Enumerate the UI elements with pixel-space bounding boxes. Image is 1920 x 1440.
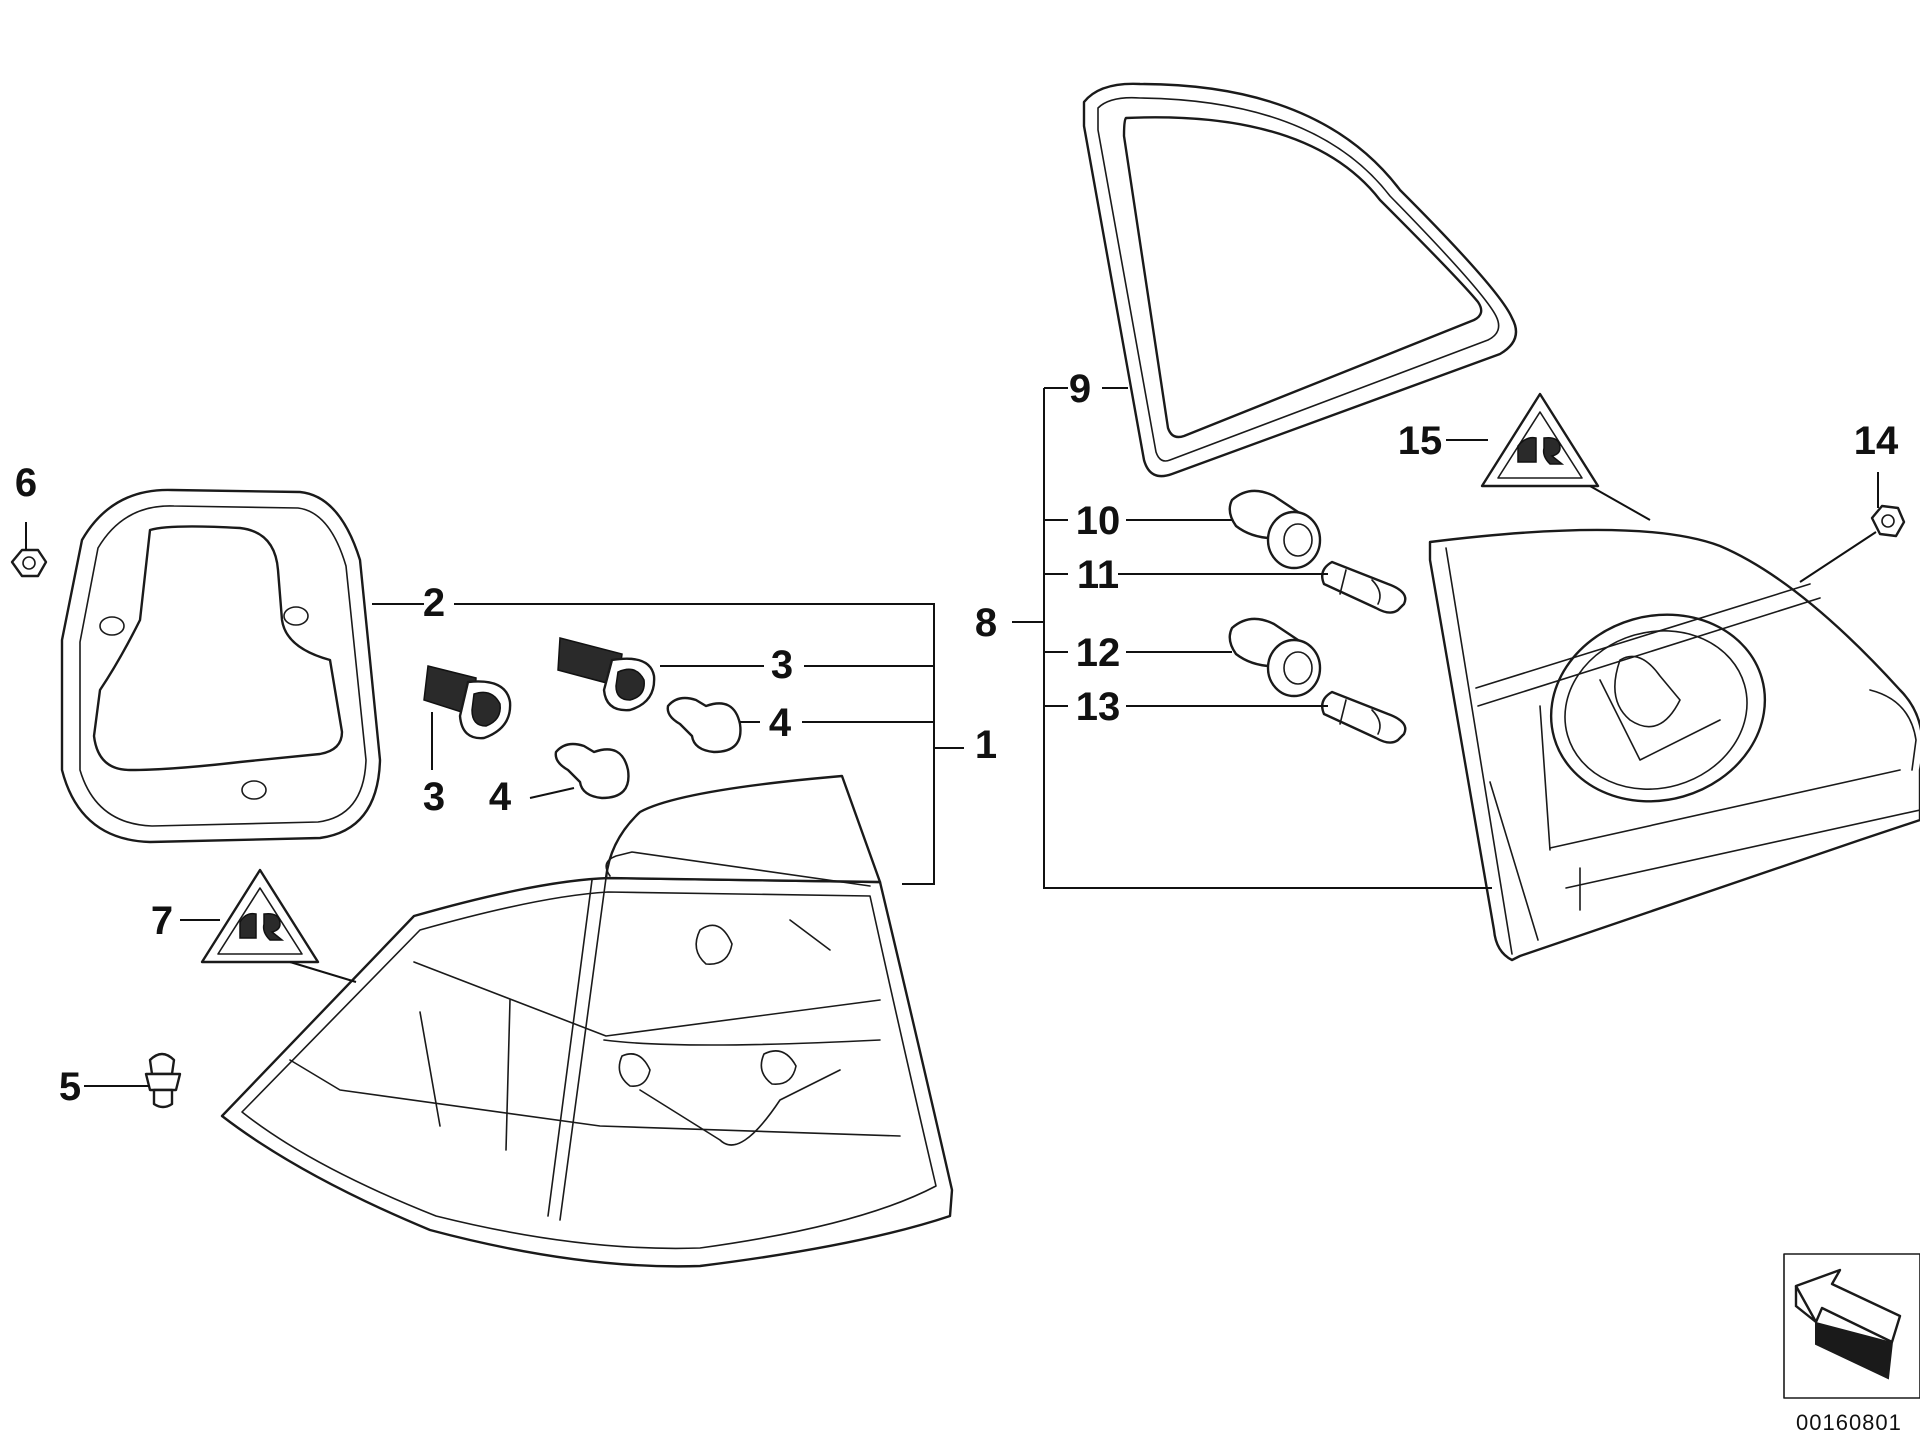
callout-6: 6 bbox=[15, 461, 37, 505]
callout-9: 9 bbox=[1069, 367, 1091, 411]
callout-1: 1 bbox=[975, 723, 997, 767]
callout-15: 15 bbox=[1398, 419, 1443, 463]
part-12-socket bbox=[1228, 617, 1322, 698]
part-8-inner-tail-light bbox=[1428, 528, 1920, 962]
part-6-nut bbox=[10, 548, 48, 578]
part-13-bulb bbox=[1321, 690, 1407, 744]
callout-labels: 1 2 3 3 4 4 5 6 7 8 9 10 11 12 13 14 15 bbox=[15, 367, 1899, 1109]
reference-number: 00160801 bbox=[1796, 1410, 1902, 1435]
part-14-nut bbox=[1870, 504, 1906, 538]
callout-3-upper: 3 bbox=[771, 643, 793, 687]
callout-14: 14 bbox=[1854, 419, 1899, 463]
leader-lines bbox=[25, 387, 1879, 1087]
callout-13: 13 bbox=[1076, 685, 1121, 729]
part-4-bulb-upper bbox=[666, 696, 742, 754]
callout-7: 7 bbox=[151, 899, 173, 943]
orientation-indicator bbox=[1783, 1253, 1920, 1399]
callout-12: 12 bbox=[1076, 631, 1121, 675]
callout-4-upper: 4 bbox=[769, 701, 792, 745]
part-3-socket-lower bbox=[423, 665, 512, 740]
callout-3-lower: 3 bbox=[423, 775, 445, 819]
callout-5: 5 bbox=[59, 1065, 81, 1109]
direction-arrow-icon bbox=[1794, 1268, 1902, 1380]
warning-triangle-icon bbox=[200, 868, 320, 964]
part-1-outer-tail-light bbox=[220, 774, 954, 1268]
part-4-bulb-lower bbox=[554, 742, 630, 800]
callout-11: 11 bbox=[1077, 553, 1119, 597]
part-9-gasket bbox=[1082, 82, 1518, 478]
callout-8: 8 bbox=[975, 601, 997, 645]
warning-triangle-icon bbox=[1480, 392, 1600, 488]
callout-10: 10 bbox=[1076, 499, 1121, 543]
part-3-socket-upper bbox=[557, 637, 656, 712]
callout-2: 2 bbox=[423, 581, 445, 625]
part-11-bulb bbox=[1321, 560, 1407, 614]
callout-4-lower: 4 bbox=[489, 775, 512, 819]
part-5-clip bbox=[144, 1052, 182, 1109]
part-2-gasket bbox=[60, 488, 382, 844]
part-10-socket bbox=[1228, 489, 1322, 570]
